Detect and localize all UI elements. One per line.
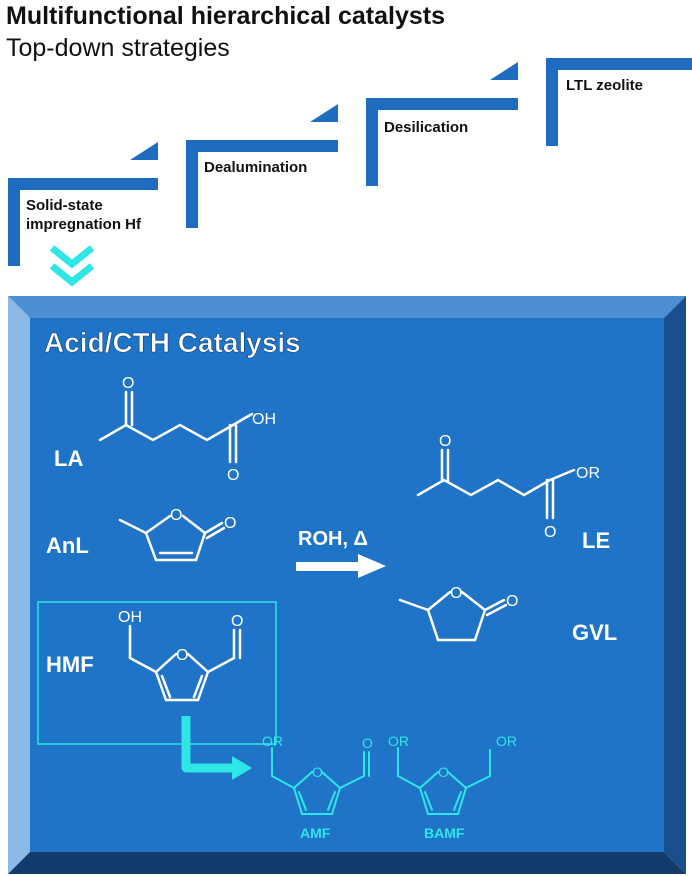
- anl-label: AnL: [46, 533, 89, 558]
- anl-carbonyl-oxygen: O: [224, 515, 236, 532]
- gvl-ring-oxygen: O: [450, 585, 462, 602]
- step-2-bar: [186, 140, 338, 228]
- step-2-label-line-1: Dealumination: [204, 159, 308, 176]
- double-chevron-down-icon: [49, 245, 95, 287]
- panel-bevel-left: [8, 296, 30, 874]
- step-3-bracket: [366, 62, 518, 186]
- step-1-label: Solid-state impregnation Hf: [26, 196, 141, 234]
- le-ester-or: OR: [576, 465, 600, 482]
- bamf-ether-or-right: OR: [496, 733, 517, 749]
- staircase: [8, 58, 692, 287]
- hmf-hydroxyl: OH: [118, 609, 142, 626]
- step-2-bracket: [186, 104, 338, 228]
- bamf-ether-or-left: OR: [388, 733, 409, 749]
- amf-structure: [271, 747, 370, 815]
- step-3-label-line-1: Desilication: [384, 119, 469, 136]
- step-4-bracket: [546, 58, 692, 146]
- hmf-highlight-box: [37, 601, 277, 745]
- hmf-structure: [128, 624, 242, 702]
- le-oxygen-carbonyl: O: [544, 524, 556, 541]
- amf-aldehyde-oxygen: O: [362, 735, 373, 751]
- page-title: Multifunctional hierarchical catalysts: [6, 2, 446, 30]
- gvl-carbonyl-oxygen: O: [506, 593, 518, 610]
- reaction-arrow-icon: [296, 554, 386, 578]
- page-subtitle: Top-down strategies: [6, 34, 230, 62]
- hmf-label: HMF: [46, 652, 94, 677]
- amf-label: AMF: [300, 825, 331, 841]
- la-label: LA: [54, 446, 83, 471]
- step-3-label: Desilication: [384, 118, 468, 137]
- bamf-label: BAMF: [424, 825, 465, 841]
- step-2-label: Dealumination: [204, 158, 307, 177]
- anl-structure: [118, 514, 226, 562]
- step-4-label: LTL zeolite: [566, 76, 643, 95]
- la-oxygen-ketone: O: [122, 375, 134, 392]
- step-1-bar: [8, 178, 158, 266]
- step-1-bracket: [8, 142, 158, 266]
- amf-ether-or: OR: [262, 733, 283, 749]
- panel-bevel-top: [8, 296, 686, 318]
- la-oxygen-carbonyl: O: [227, 467, 239, 484]
- step-2-wedge: [310, 104, 338, 122]
- hmf-aldehyde-oxygen: O: [231, 613, 243, 630]
- bamf-ring-oxygen: O: [438, 764, 449, 780]
- step-3-bar: [366, 98, 518, 186]
- panel-bevel-right: [664, 296, 686, 874]
- step-3-wedge: [490, 62, 518, 80]
- amf-ring-oxygen: O: [312, 764, 323, 780]
- anl-ring-oxygen: O: [170, 507, 182, 524]
- panel-face: [30, 318, 664, 852]
- le-structure: [416, 448, 576, 520]
- bamf-structure: [397, 747, 491, 815]
- step-4-bar: [546, 58, 692, 146]
- step-4-label-line-1: LTL zeolite: [566, 77, 643, 94]
- la-hydroxyl: OH: [252, 411, 276, 428]
- step-1-label-line-1: Solid-state: [26, 197, 103, 214]
- etherification-arrow-icon: [181, 716, 252, 780]
- step-1-wedge: [130, 142, 158, 160]
- reaction-condition: ROH, Δ: [298, 528, 368, 550]
- le-label: LE: [582, 528, 610, 553]
- panel-title: Acid/CTH Catalysis: [44, 327, 301, 358]
- gvl-structure: [398, 590, 508, 642]
- le-oxygen-ketone: O: [439, 433, 451, 450]
- gvl-label: GVL: [572, 620, 617, 645]
- la-structure: [98, 390, 254, 464]
- hmf-ring-oxygen: O: [176, 647, 188, 664]
- step-1-label-line-2: impregnation Hf: [26, 216, 141, 233]
- panel-bevel-bottom: [8, 852, 686, 874]
